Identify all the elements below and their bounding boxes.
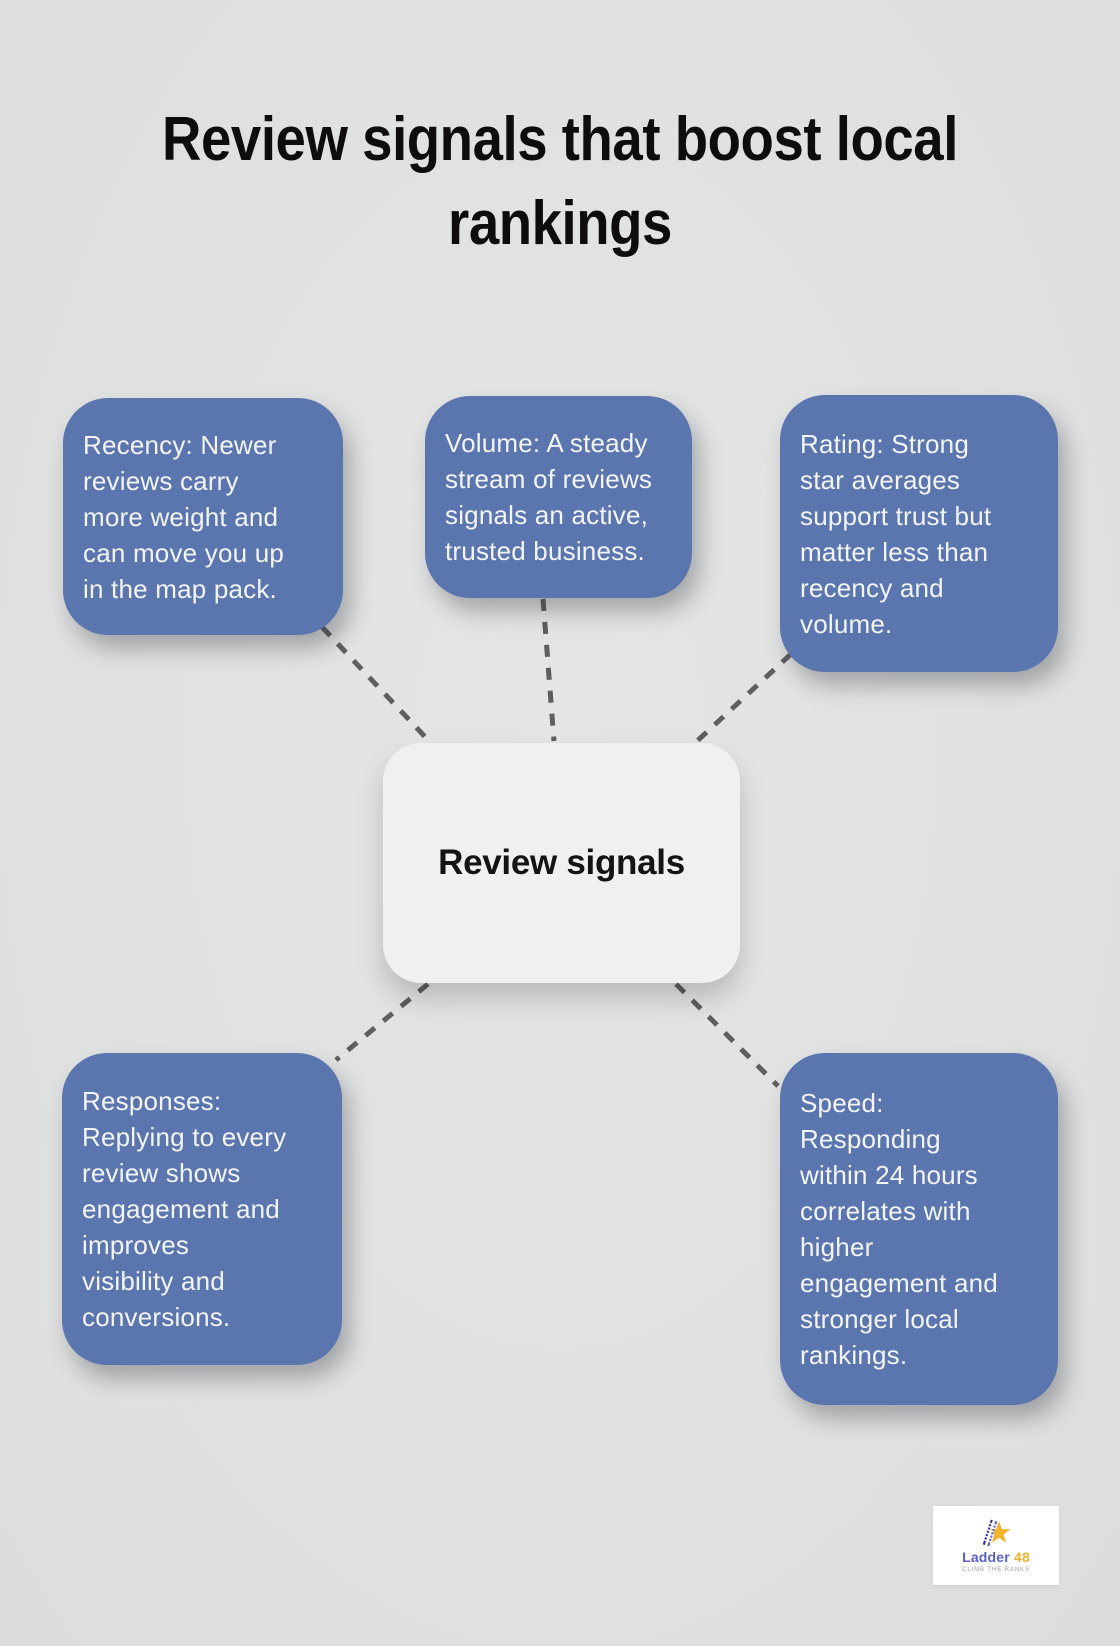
node-recency-text: Recency: Newer reviews carry more weight… [83, 429, 285, 604]
logo-card: Ladder 48 CLIMB THE RANKS [933, 1506, 1059, 1585]
center-node-label: Review signals [438, 843, 685, 882]
node-volume: Volume: A steady stream of reviews signa… [425, 396, 692, 598]
ladder-star-icon [982, 1519, 1011, 1547]
center-node: Review signals [383, 743, 740, 983]
node-rating-text: Rating: Strong star averages support tru… [800, 428, 992, 639]
logo-brand: Ladder [962, 1549, 1010, 1565]
logo-wordmark: Ladder 48 [962, 1550, 1030, 1564]
connector-recency [320, 625, 431, 743]
node-responses: Responses: Replying to every review show… [62, 1053, 342, 1365]
node-recency: Recency: Newer reviews carry more weight… [63, 398, 343, 635]
connector-rating [693, 652, 793, 745]
page-title: Review signals that boost local rankings [162, 105, 958, 258]
logo-tagline: CLIMB THE RANKS [962, 1567, 1030, 1573]
node-speed: Speed: Responding within 24 hours correl… [780, 1053, 1058, 1405]
node-speed-text: Speed: Responding within 24 hours correl… [800, 1088, 998, 1370]
connector-volume [540, 598, 557, 742]
connector-responses [334, 982, 430, 1062]
node-volume-text: Volume: A steady stream of reviews signa… [445, 428, 653, 566]
node-rating: Rating: Strong star averages support tru… [780, 395, 1058, 672]
node-responses-text: Responses: Replying to every review show… [82, 1086, 287, 1332]
logo-number: 48 [1013, 1549, 1030, 1565]
connector-speed [674, 982, 780, 1088]
